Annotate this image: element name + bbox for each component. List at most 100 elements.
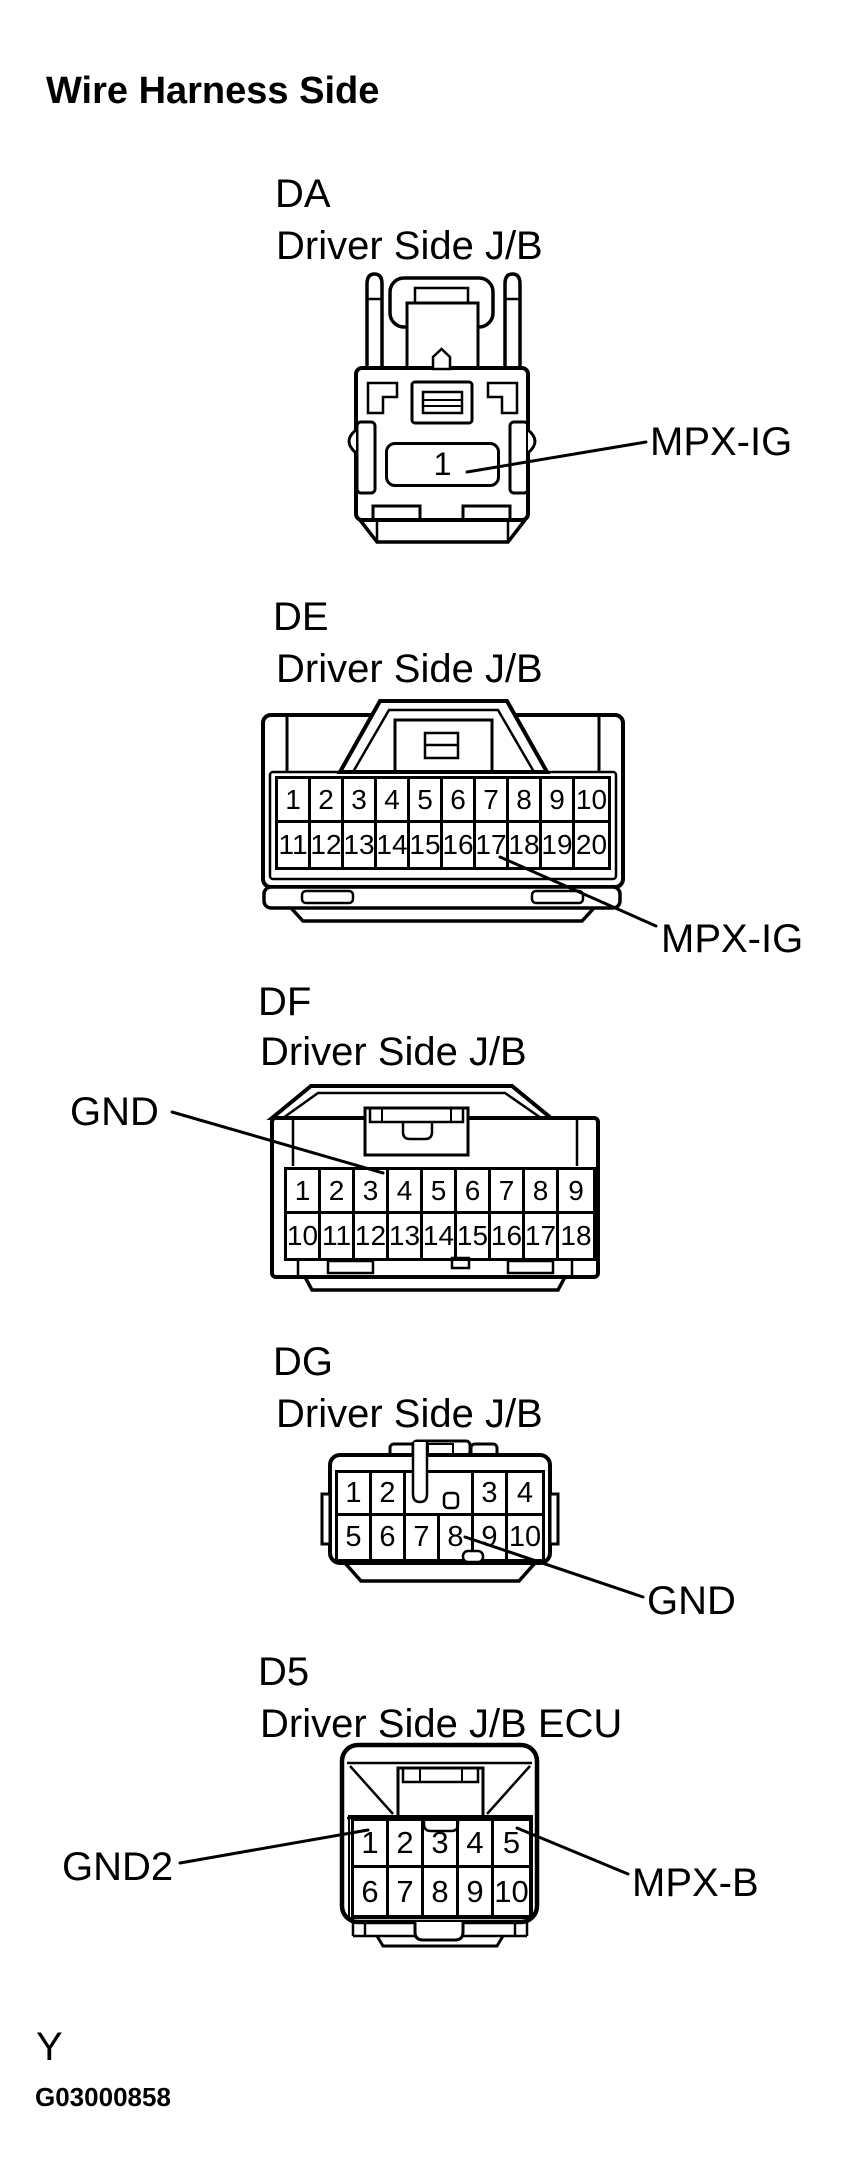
da-pin-1-cell: 1 bbox=[385, 442, 500, 487]
pin-cell: 6 bbox=[354, 1868, 389, 1915]
dg-skirt bbox=[343, 1561, 537, 1583]
de-hood-inner bbox=[351, 708, 536, 773]
pin-cell: 5 bbox=[338, 1516, 372, 1559]
pin-cell: 3 bbox=[474, 1473, 508, 1516]
da-lock-lines bbox=[424, 399, 461, 407]
connector-df-location: Driver Side J/B bbox=[260, 1030, 527, 1074]
pin-cell: 17 bbox=[475, 823, 509, 867]
df-hood-tab bbox=[401, 1122, 434, 1141]
da-right-bracket bbox=[486, 381, 519, 415]
pin-cell: 14 bbox=[423, 1214, 457, 1258]
df-bottom-slot-right bbox=[506, 1259, 555, 1275]
pin-cell: 4 bbox=[508, 1473, 542, 1516]
callout-d5-gnd2: GND2 bbox=[62, 1845, 174, 1889]
pin-cell: 8 bbox=[440, 1516, 474, 1559]
connector-dg-code: DG bbox=[273, 1340, 333, 1384]
pin-cell: 2 bbox=[311, 779, 344, 823]
pin-cell: 1 bbox=[287, 1170, 321, 1214]
pin-cell: 7 bbox=[406, 1516, 440, 1559]
callout-df-gnd: GND bbox=[70, 1090, 159, 1134]
pin-cell: 7 bbox=[476, 779, 509, 823]
pin-cell: 7 bbox=[389, 1868, 424, 1915]
da-right-rail bbox=[508, 420, 530, 495]
pin-cell: 13 bbox=[389, 1214, 423, 1258]
da-right-prong bbox=[503, 272, 522, 372]
da-head bbox=[388, 276, 495, 329]
d5-window-bar bbox=[401, 1766, 480, 1784]
pin-cell: 18 bbox=[560, 1220, 592, 1251]
de-band-slot-left bbox=[300, 889, 355, 905]
df-window-bar bbox=[368, 1106, 465, 1124]
pin-cell: 10 bbox=[494, 1873, 529, 1909]
de-hood-window bbox=[393, 718, 494, 774]
pin-cell: 11 bbox=[278, 823, 311, 867]
pin-cell: 9 bbox=[559, 1170, 593, 1214]
pin-cell: 13 bbox=[343, 823, 377, 867]
connector-d5-code: D5 bbox=[258, 1650, 310, 1694]
pin-cell: 2 bbox=[389, 1821, 424, 1868]
pin-cell: 9 bbox=[474, 1516, 508, 1559]
pin-cell: 9 bbox=[542, 779, 575, 823]
pin-cell: 4 bbox=[459, 1821, 494, 1868]
pin-cell: 1 bbox=[354, 1821, 389, 1868]
da-lock-outer bbox=[410, 380, 474, 425]
pin-cell: 5 bbox=[494, 1821, 529, 1868]
d5-skirt bbox=[375, 1935, 505, 1948]
page-marker: Y bbox=[36, 2025, 63, 2069]
connector-d5-location: Driver Side J/B ECU bbox=[260, 1702, 623, 1746]
pin-cell: 10 bbox=[508, 1521, 542, 1553]
d5-hood-window bbox=[396, 1766, 485, 1820]
dg-center-prong-inner bbox=[427, 1443, 454, 1455]
pin-cell: 15 bbox=[457, 1214, 491, 1258]
da-head-tab bbox=[413, 286, 470, 314]
da-left-prong bbox=[365, 272, 384, 372]
pin-cell: 10 bbox=[287, 1214, 321, 1258]
connector-dg-location: Driver Side J/B bbox=[276, 1392, 543, 1436]
pin-cell: 5 bbox=[423, 1170, 457, 1214]
leader-d5-mpx-b bbox=[515, 1826, 630, 1876]
da-left-bracket bbox=[366, 381, 399, 415]
connector-da-drawing bbox=[347, 272, 537, 544]
da-bottom-tab-left bbox=[371, 504, 422, 522]
df-hood-window bbox=[363, 1106, 470, 1157]
pin-cell: 19 bbox=[541, 823, 575, 867]
callout-d5-mpx-b: MPX-B bbox=[632, 1861, 759, 1905]
connector-da-code: DA bbox=[275, 172, 331, 216]
pin-cell: 2 bbox=[321, 1170, 355, 1214]
pin-cell: 7 bbox=[491, 1170, 525, 1214]
d5-bottom-ticks bbox=[351, 1922, 529, 1936]
pin-cell: 12 bbox=[310, 823, 344, 867]
page-title: Wire Harness Side bbox=[46, 70, 380, 112]
da-bottom-tab-right bbox=[461, 504, 512, 522]
pin-cell: 11 bbox=[321, 1214, 355, 1258]
pin-cell: 10 bbox=[575, 779, 608, 823]
dg-right-ear bbox=[548, 1492, 560, 1546]
connector-de-code: DE bbox=[273, 595, 329, 639]
df-hood bbox=[266, 1084, 557, 1120]
da-left-rail bbox=[355, 420, 377, 495]
pin-cell: 16 bbox=[491, 1214, 525, 1258]
pin-cell: 12 bbox=[355, 1214, 389, 1258]
dg-left-ear bbox=[320, 1492, 332, 1546]
d5-band-lines bbox=[347, 1761, 532, 1820]
pin-cell: 6 bbox=[372, 1516, 406, 1559]
dg-center-prong bbox=[411, 1439, 472, 1458]
pin-cell: 20 bbox=[575, 829, 608, 860]
pin-cell: 1 bbox=[338, 1473, 372, 1516]
pin-cell: 9 bbox=[459, 1868, 494, 1915]
callout-dg-gnd: GND bbox=[647, 1579, 736, 1623]
de-skirt bbox=[289, 906, 596, 923]
pin-cell: 4 bbox=[389, 1170, 423, 1214]
d5-window-bar-dividers bbox=[419, 1768, 463, 1782]
da-skirt-lines bbox=[375, 520, 510, 542]
df-skirt bbox=[303, 1276, 567, 1292]
df-window-bar-dividers bbox=[381, 1108, 452, 1122]
pin-cell: 15 bbox=[409, 823, 443, 867]
